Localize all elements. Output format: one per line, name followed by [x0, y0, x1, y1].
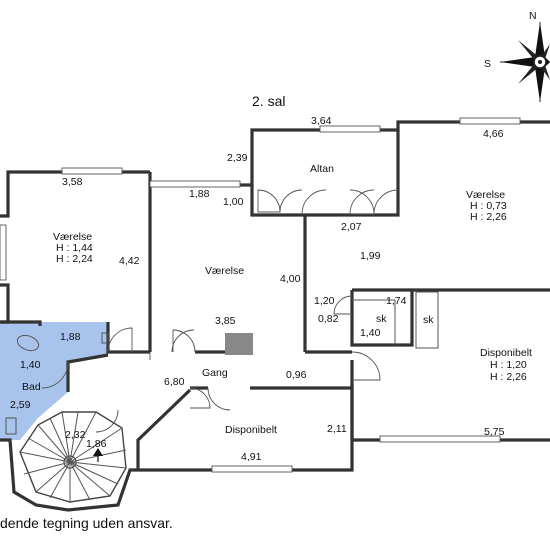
footer-disclaimer: dende tegning uden ansvar. [0, 515, 173, 531]
dim-0-82: 0,82 [318, 313, 339, 325]
dim-4-00: 4,00 [280, 273, 301, 285]
room-right-height-1: H : 0,73 [470, 200, 507, 212]
bathroom-area [0, 322, 108, 440]
dim-2-39: 2,39 [227, 152, 248, 164]
dim-5-75: 5,75 [484, 426, 505, 438]
dim-2-11: 2,11 [327, 423, 347, 435]
closet-2-name: sk [423, 314, 434, 326]
interior-details [0, 117, 521, 473]
storage-right-height-2: H : 2,26 [490, 371, 527, 383]
room-right-name: Værelse [466, 189, 505, 201]
dim-3-64: 3,64 [311, 115, 332, 127]
dim-3-85: 3,85 [215, 315, 236, 327]
room-left-name: Værelse [53, 231, 92, 243]
dim-1-20: 1,20 [314, 295, 335, 307]
hallway-name: Gang [202, 367, 228, 379]
dim-1-74: 1,74 [386, 295, 407, 307]
door-swings [41, 189, 399, 433]
storage-bottom-name: Disponibelt [225, 424, 277, 436]
bathroom-name: Bad [22, 381, 41, 393]
dim-1-88-b: 1,88 [60, 331, 81, 343]
spiral-staircase [19, 411, 127, 503]
storage-right-height-1: H : 1,20 [490, 359, 527, 371]
dim-1-86: 1,86 [86, 438, 107, 450]
room-center-name: Værelse [205, 265, 244, 277]
compass-north-label: N [529, 10, 537, 22]
dim-1-00: 1,00 [223, 196, 244, 208]
arrow-up-icon [93, 448, 103, 456]
dim-2-32: 2,32 [65, 429, 86, 441]
closet-1-name: sk [376, 313, 387, 325]
dim-6-80: 6,80 [164, 376, 185, 388]
compass-rose-icon [500, 22, 550, 102]
dim-1-40-b: 1,40 [20, 359, 41, 371]
room-left-height-2: H : 2,24 [56, 253, 93, 265]
dim-4-66: 4,66 [483, 128, 504, 140]
outer-walls [0, 120, 550, 512]
floor-title: 2. sal [252, 93, 285, 109]
room-right-height-2: H : 2,26 [470, 211, 507, 223]
dim-2-59: 2,59 [10, 399, 31, 411]
compass-south-label: S [484, 58, 491, 70]
dim-2-07: 2,07 [341, 221, 362, 233]
dim-1-99: 1,99 [360, 250, 381, 262]
room-left-height-1: H : 1,44 [56, 242, 93, 254]
dim-0-96: 0,96 [286, 369, 307, 381]
dim-1-88-a: 1,88 [189, 188, 210, 200]
dim-4-42: 4,42 [119, 255, 140, 267]
storage-right-name: Disponibelt [480, 347, 532, 359]
dim-3-58: 3,58 [62, 176, 83, 188]
dim-1-40-a: 1,40 [360, 327, 381, 339]
dim-4-91: 4,91 [241, 451, 262, 463]
balcony-name: Altan [310, 163, 334, 175]
